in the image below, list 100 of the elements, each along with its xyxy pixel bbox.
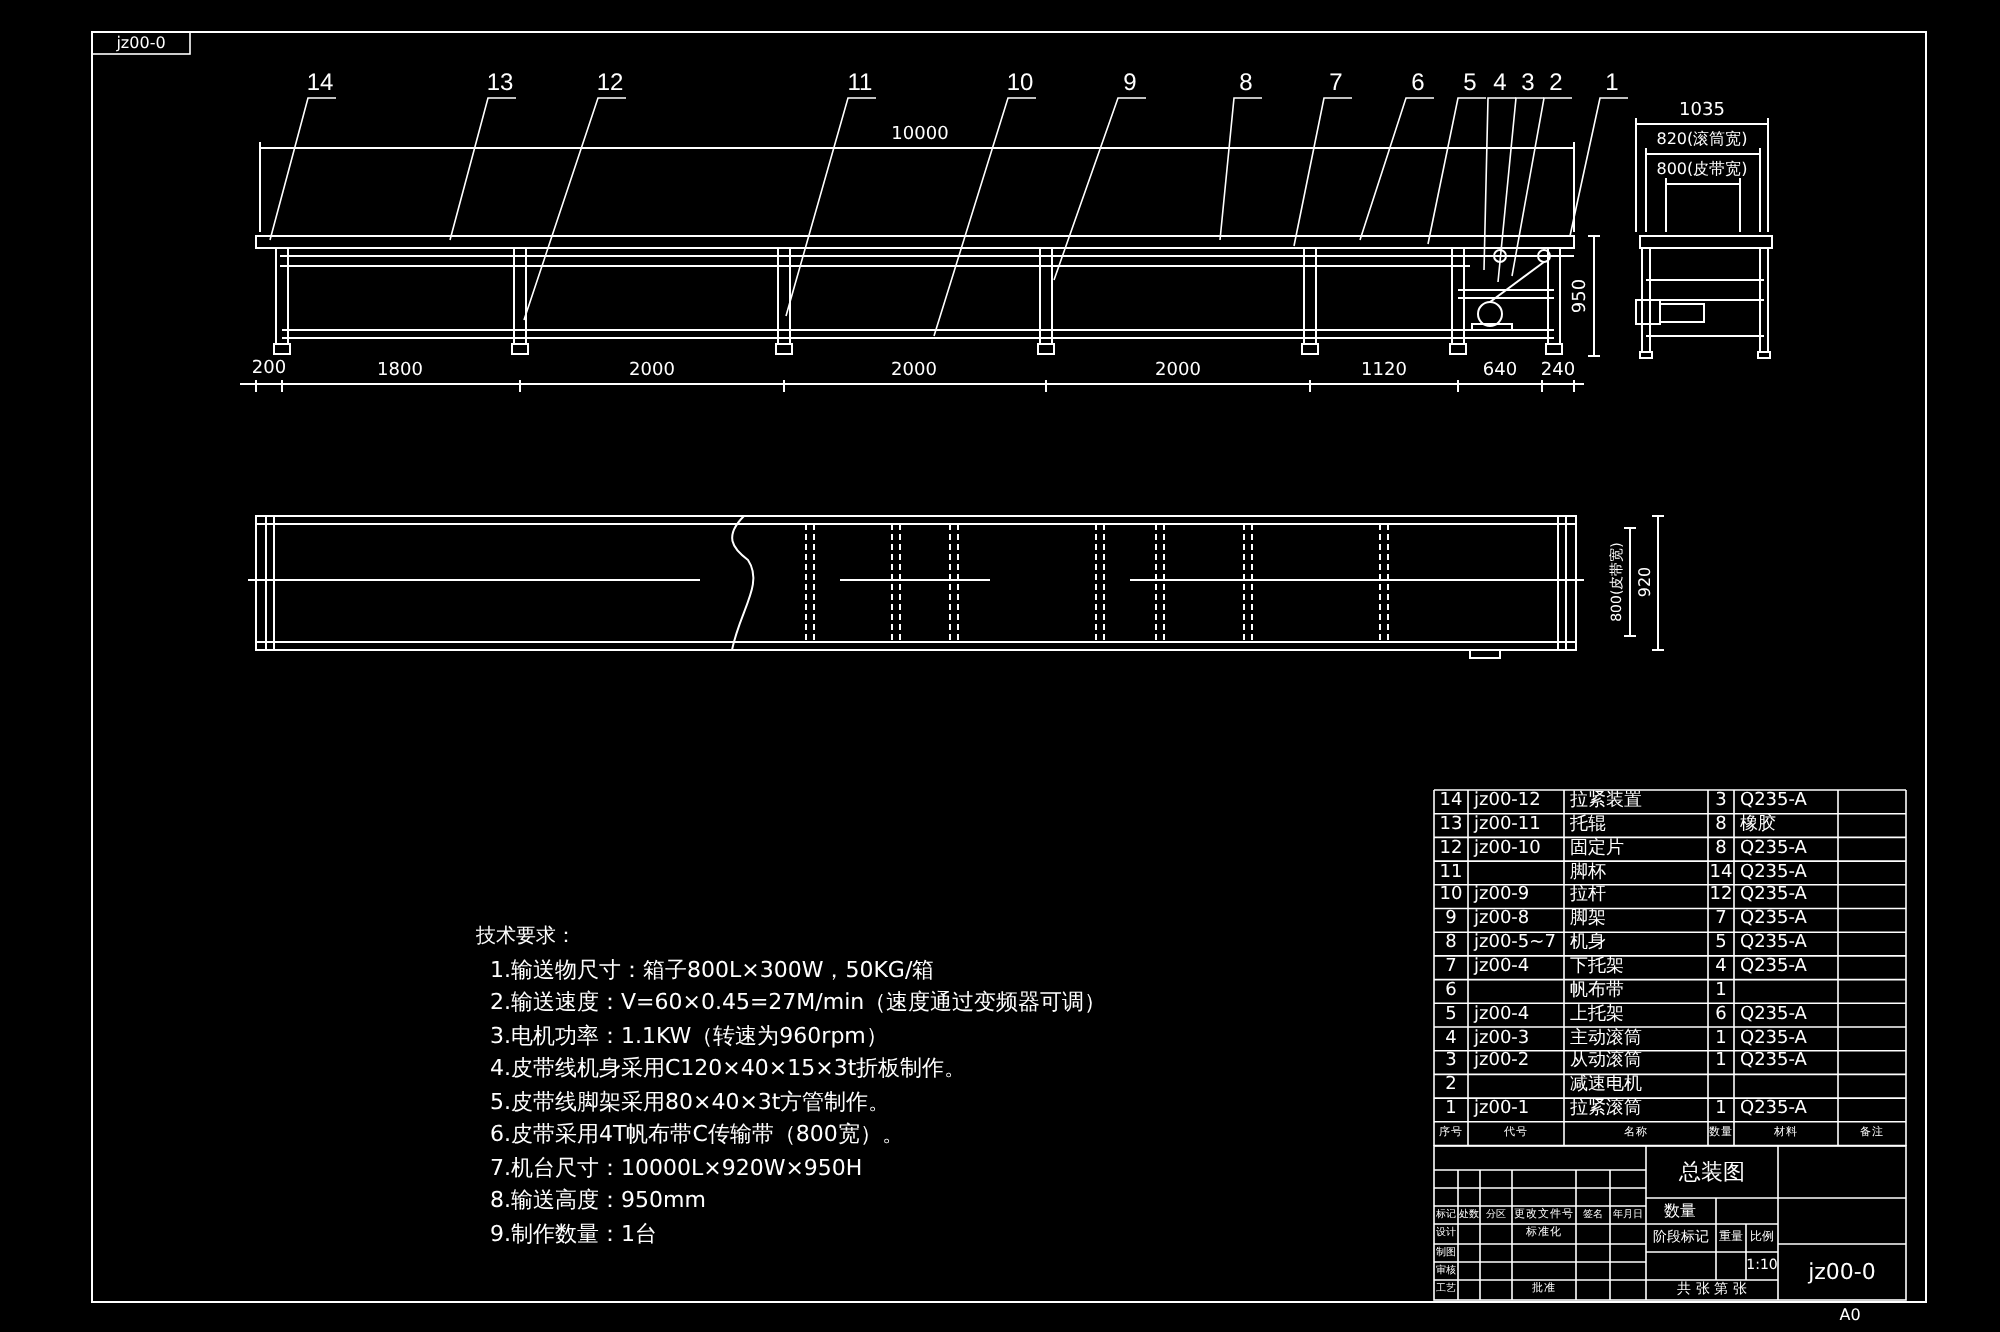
dimension-text: 240 [1540,363,1576,381]
title-block-text: 数量 [1664,1204,1696,1220]
part-number: 12 [1439,840,1463,859]
dimension-text: 1800 [377,363,423,381]
part-number: 3 [1445,1053,1457,1072]
quantity: 1 [1715,982,1727,1001]
part-number: 7 [1445,958,1457,977]
callout-number: 5 [1456,70,1484,98]
leader-line [1053,97,1147,281]
part-name: 托辊 [1570,816,1606,835]
material: Q235-A [1740,864,1807,883]
part-name: 从动滚筒 [1570,1053,1642,1072]
note-text: 3.电机功率：1.1KW（转速为960rpm） [490,1025,888,1047]
part-code: jz00-3 [1474,1030,1530,1048]
part-number: 4 [1445,1030,1457,1048]
part-name: 主动滚筒 [1570,1030,1642,1048]
part-name: 脚架 [1570,911,1606,930]
part-name: 减速电机 [1570,1077,1642,1096]
note-text: 4.皮带线机身采用C120×40×15×3t折板制作。 [490,1057,967,1079]
note-text: 5.皮带线脚架采用80×40×3t方管制作。 [490,1091,891,1113]
leader-line [1293,97,1353,247]
drawing-number: jz00-0 [1808,1261,1876,1283]
leader-line [1359,97,1435,241]
leader-line [1569,97,1629,237]
dimension-text: 640 [1482,363,1518,381]
part-code: jz00-11 [1474,816,1541,835]
part-code: jz00-9 [1474,887,1530,906]
callout-number: 12 [596,70,624,98]
sheet-size: A0 [1839,1308,1861,1324]
note-text: 8.输送高度：950mm [490,1189,706,1211]
dimension-text: 10000 [891,127,949,145]
note-text: 7.机台尺寸：10000L×920W×950H [490,1157,863,1179]
dimension-text: 200 [251,361,287,379]
material: Q235-A [1740,1006,1807,1025]
quantity: 1 [1715,1030,1727,1048]
part-name: 机身 [1570,935,1606,954]
part-number: 1 [1445,1101,1457,1120]
part-code: jz00-4 [1474,1006,1530,1025]
callout-number: 14 [306,70,334,98]
quantity: 8 [1715,816,1727,835]
callout-number: 1 [1598,70,1626,98]
note-text: 1.输送物尺寸：箱子800L×300W，50KG/箱 [490,959,935,981]
side-view-drawing [255,235,1575,355]
material: Q235-A [1740,935,1807,954]
leader-line [1483,97,1517,271]
dimension-text: 2000 [629,363,675,381]
leader-line [1497,97,1545,283]
quantity: 6 [1715,1006,1727,1025]
material: Q235-A [1740,911,1807,930]
callout-number: 3 [1514,70,1542,98]
part-number: 9 [1445,911,1457,930]
part-number: 5 [1445,1006,1457,1025]
dimension-text: 800(皮带宽) [1656,162,1748,178]
callout-number: 4 [1486,70,1514,98]
material: Q235-A [1740,958,1807,977]
leader-line [523,97,627,321]
part-name: 固定片 [1570,840,1624,859]
leader-line [1427,97,1487,245]
part-number: 2 [1445,1077,1457,1096]
quantity: 3 [1715,793,1727,811]
callout-number: 7 [1322,70,1350,98]
drawing-title: 总装图 [1679,1161,1745,1183]
quantity: 5 [1715,935,1727,954]
part-name: 拉杆 [1570,887,1606,906]
material: Q235-A [1740,1053,1807,1072]
part-number: 14 [1439,793,1463,811]
part-name: 脚杯 [1570,864,1606,883]
leader-line [1219,97,1263,241]
dimension-text: 2000 [891,363,937,381]
material: 橡胶 [1740,816,1776,835]
leader-line [1511,97,1573,277]
part-code: jz00-2 [1474,1053,1530,1072]
notes-heading: 技术要求： [476,928,576,948]
part-name: 上托架 [1570,1006,1624,1025]
dimension-text: 2000 [1155,363,1201,381]
note-text: 2.输送速度：V=60×0.45=27M/min（速度通过变频器可调） [490,991,1107,1013]
part-number: 13 [1439,816,1463,835]
part-name: 下托架 [1570,958,1624,977]
part-code: jz00-12 [1474,793,1541,811]
part-number: 11 [1439,864,1463,883]
material: Q235-A [1740,1030,1807,1048]
note-text: 9.制作数量：1台 [490,1223,657,1245]
dimension-text: 1035 [1679,103,1725,121]
leader-line [785,97,877,317]
quantity: 7 [1715,911,1727,930]
part-number: 6 [1445,982,1457,1001]
quantity: 8 [1715,840,1727,859]
dimension-text: 920 [1638,566,1654,598]
note-text: 6.皮带采用4T帆布带C传输带（800宽）。 [490,1123,904,1145]
dimension-text: 820(滚筒宽) [1656,132,1748,148]
part-number: 8 [1445,935,1457,954]
material: Q235-A [1740,840,1807,859]
material: Q235-A [1740,1101,1807,1120]
leader-line [449,97,517,241]
callout-number: 11 [846,70,874,98]
leader-line [933,97,1037,337]
quantity: 14 [1709,864,1733,883]
dimension-text: 1120 [1361,363,1407,381]
part-code: jz00-10 [1474,840,1541,859]
leader-line [269,97,337,241]
